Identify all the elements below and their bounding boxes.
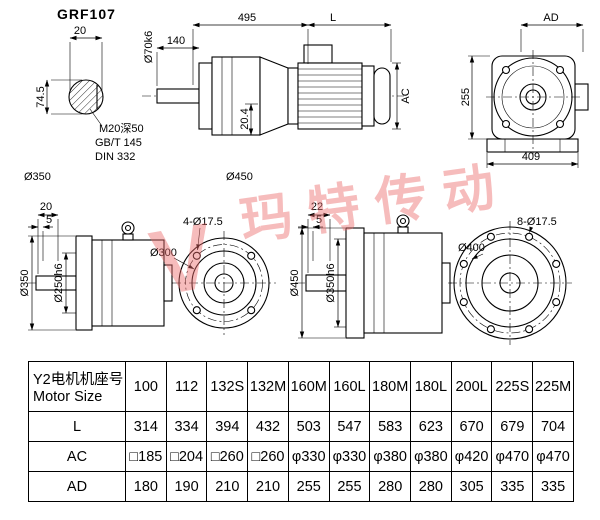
size-col-header: 200L: [450, 361, 493, 412]
table-cell: 335: [491, 471, 534, 502]
size-col-header: 180L: [410, 361, 452, 412]
header-cn: Y2电机机座号: [33, 372, 124, 388]
dim-flange-right-holes: 8-Ø17.5: [517, 216, 557, 228]
table-cell: 547: [328, 411, 371, 442]
table-cell: φ330: [328, 441, 371, 472]
size-col-header: 225S: [491, 361, 534, 412]
table-cell: φ420: [450, 441, 493, 472]
dim-base-width: 409: [522, 151, 540, 163]
dim-total-length: 495: [238, 12, 256, 24]
flange-unit-right-side-view: 22 5 Ø450 Ø350h6: [289, 201, 452, 339]
table-cell: 190: [165, 471, 208, 502]
size-col-header: 132M: [247, 361, 289, 412]
table-cell: □185: [125, 441, 167, 472]
flange-unit-left-side-view: 20 5 Ø350 Ø250h6: [19, 201, 176, 331]
dim-flange-left-t2: 5: [46, 214, 52, 226]
header-en: Motor Size: [33, 389, 103, 405]
dim-flange-left-bolt-circle: Ø300: [150, 247, 177, 259]
size-col-header: 160M: [287, 361, 330, 412]
dim-motor-length: L: [330, 12, 336, 24]
size-col-header: 100: [125, 361, 167, 412]
dim-shaft-section-height: 74.5: [35, 86, 47, 107]
dim-flange-left-od: Ø350: [19, 270, 31, 297]
table-row-L: L 314 334 394 432 503 547 583 623 670 67…: [28, 411, 574, 442]
dim-ad: AD: [543, 12, 558, 24]
table-cell: 255: [328, 471, 371, 502]
table-header-row: Y2电机机座号 Motor Size 100 112 132S 132M 160…: [28, 361, 574, 412]
table-cell: □260: [206, 441, 249, 472]
gearmotor-side-view: 495 L 140 Ø70k6 20.4 AC: [142, 12, 412, 136]
flange-unit-left-front-view: 4-Ø17.5 Ø300: [150, 216, 276, 335]
tap-note: M20深50: [99, 122, 144, 135]
table-cell: 432: [247, 411, 289, 442]
table-cell: 623: [410, 411, 452, 442]
dim-flange-right-od: Ø450: [289, 270, 301, 297]
caption-flange-left: Ø350: [24, 171, 51, 183]
caption-flange-right: Ø450: [226, 171, 253, 183]
size-col-header: 225M: [532, 361, 574, 412]
table-cell: 210: [206, 471, 249, 502]
table-cell: 334: [165, 411, 208, 442]
dim-key-height: 20.4: [239, 108, 251, 129]
dim-flange-right-t1: 22: [311, 201, 323, 213]
dim-flange-right-bolt-circle: Ø400: [458, 242, 485, 254]
standard-note-1: GB/T 145: [95, 137, 142, 149]
table-cell: φ380: [410, 441, 452, 472]
size-col-header: 112: [165, 361, 208, 412]
standard-note-2: DIN 332: [95, 151, 135, 163]
motor-size-header-cell: Y2电机机座号 Motor Size: [28, 361, 126, 412]
table-cell: 394: [206, 411, 249, 442]
table-row-AD: AD 180 190 210 210 255 255 280 280 305 3…: [28, 471, 574, 502]
size-col-header: 160L: [328, 361, 371, 412]
shaft-section-detail: 20 74.5 M20深50 GB/T 145 DIN 332: [35, 25, 144, 163]
table-cell: 180: [125, 471, 167, 502]
table-cell: 255: [287, 471, 330, 502]
dim-flange-left-spigot: Ø250h6: [53, 263, 65, 302]
table-cell: 305: [450, 471, 493, 502]
row-label: AD: [28, 471, 126, 502]
table-row-AC: AC □185 □204 □260 □260 φ330 φ330 φ380 φ3…: [28, 441, 574, 472]
drawing-title: GRF107: [57, 6, 116, 22]
table-cell: 314: [125, 411, 167, 442]
table-cell: 503: [287, 411, 330, 442]
dimension-table: Y2电机机座号 Motor Size 100 112 132S 132M 160…: [28, 361, 574, 502]
table-cell: 583: [369, 411, 412, 442]
table-cell: 704: [532, 411, 574, 442]
table-cell: φ330: [287, 441, 330, 472]
dim-flange-left-t1: 20: [40, 201, 52, 213]
table-cell: 670: [450, 411, 493, 442]
dim-flange-left-holes: 4-Ø17.5: [183, 216, 223, 228]
table-cell: 280: [410, 471, 452, 502]
table-cell: φ380: [369, 441, 412, 472]
row-label: AC: [28, 441, 126, 472]
table-cell: 210: [247, 471, 289, 502]
table-cell: 679: [491, 411, 534, 442]
flange-views-drawing: 20 5 Ø350 Ø250h6 4: [19, 201, 572, 345]
flange-unit-right-front-view: 8-Ø17.5 Ø400: [448, 216, 572, 345]
row-label: L: [28, 411, 126, 442]
dim-ac: AC: [400, 88, 412, 103]
table-cell: □260: [247, 441, 289, 472]
top-views-drawing: 20 74.5 M20深50 GB/T 145 DIN 332 Ø350 Ø45…: [24, 12, 589, 183]
table-cell: □204: [165, 441, 208, 472]
dim-shaft-key-width: 20: [74, 25, 86, 37]
size-col-header: 132S: [206, 361, 249, 412]
size-col-header: 180M: [369, 361, 412, 412]
table-cell: 335: [532, 471, 574, 502]
dim-flange-right-t2: 5: [316, 214, 322, 226]
dim-shaft-diameter: Ø70k6: [143, 31, 155, 63]
motor-front-view: AD 255 409: [460, 12, 589, 168]
table-cell: φ470: [532, 441, 574, 472]
dim-shaft-length: 140: [167, 35, 185, 47]
table-cell: 280: [369, 471, 412, 502]
dim-flange-right-spigot: Ø350h6: [325, 263, 337, 302]
table-cell: φ470: [491, 441, 534, 472]
dim-front-height: 255: [460, 88, 472, 106]
